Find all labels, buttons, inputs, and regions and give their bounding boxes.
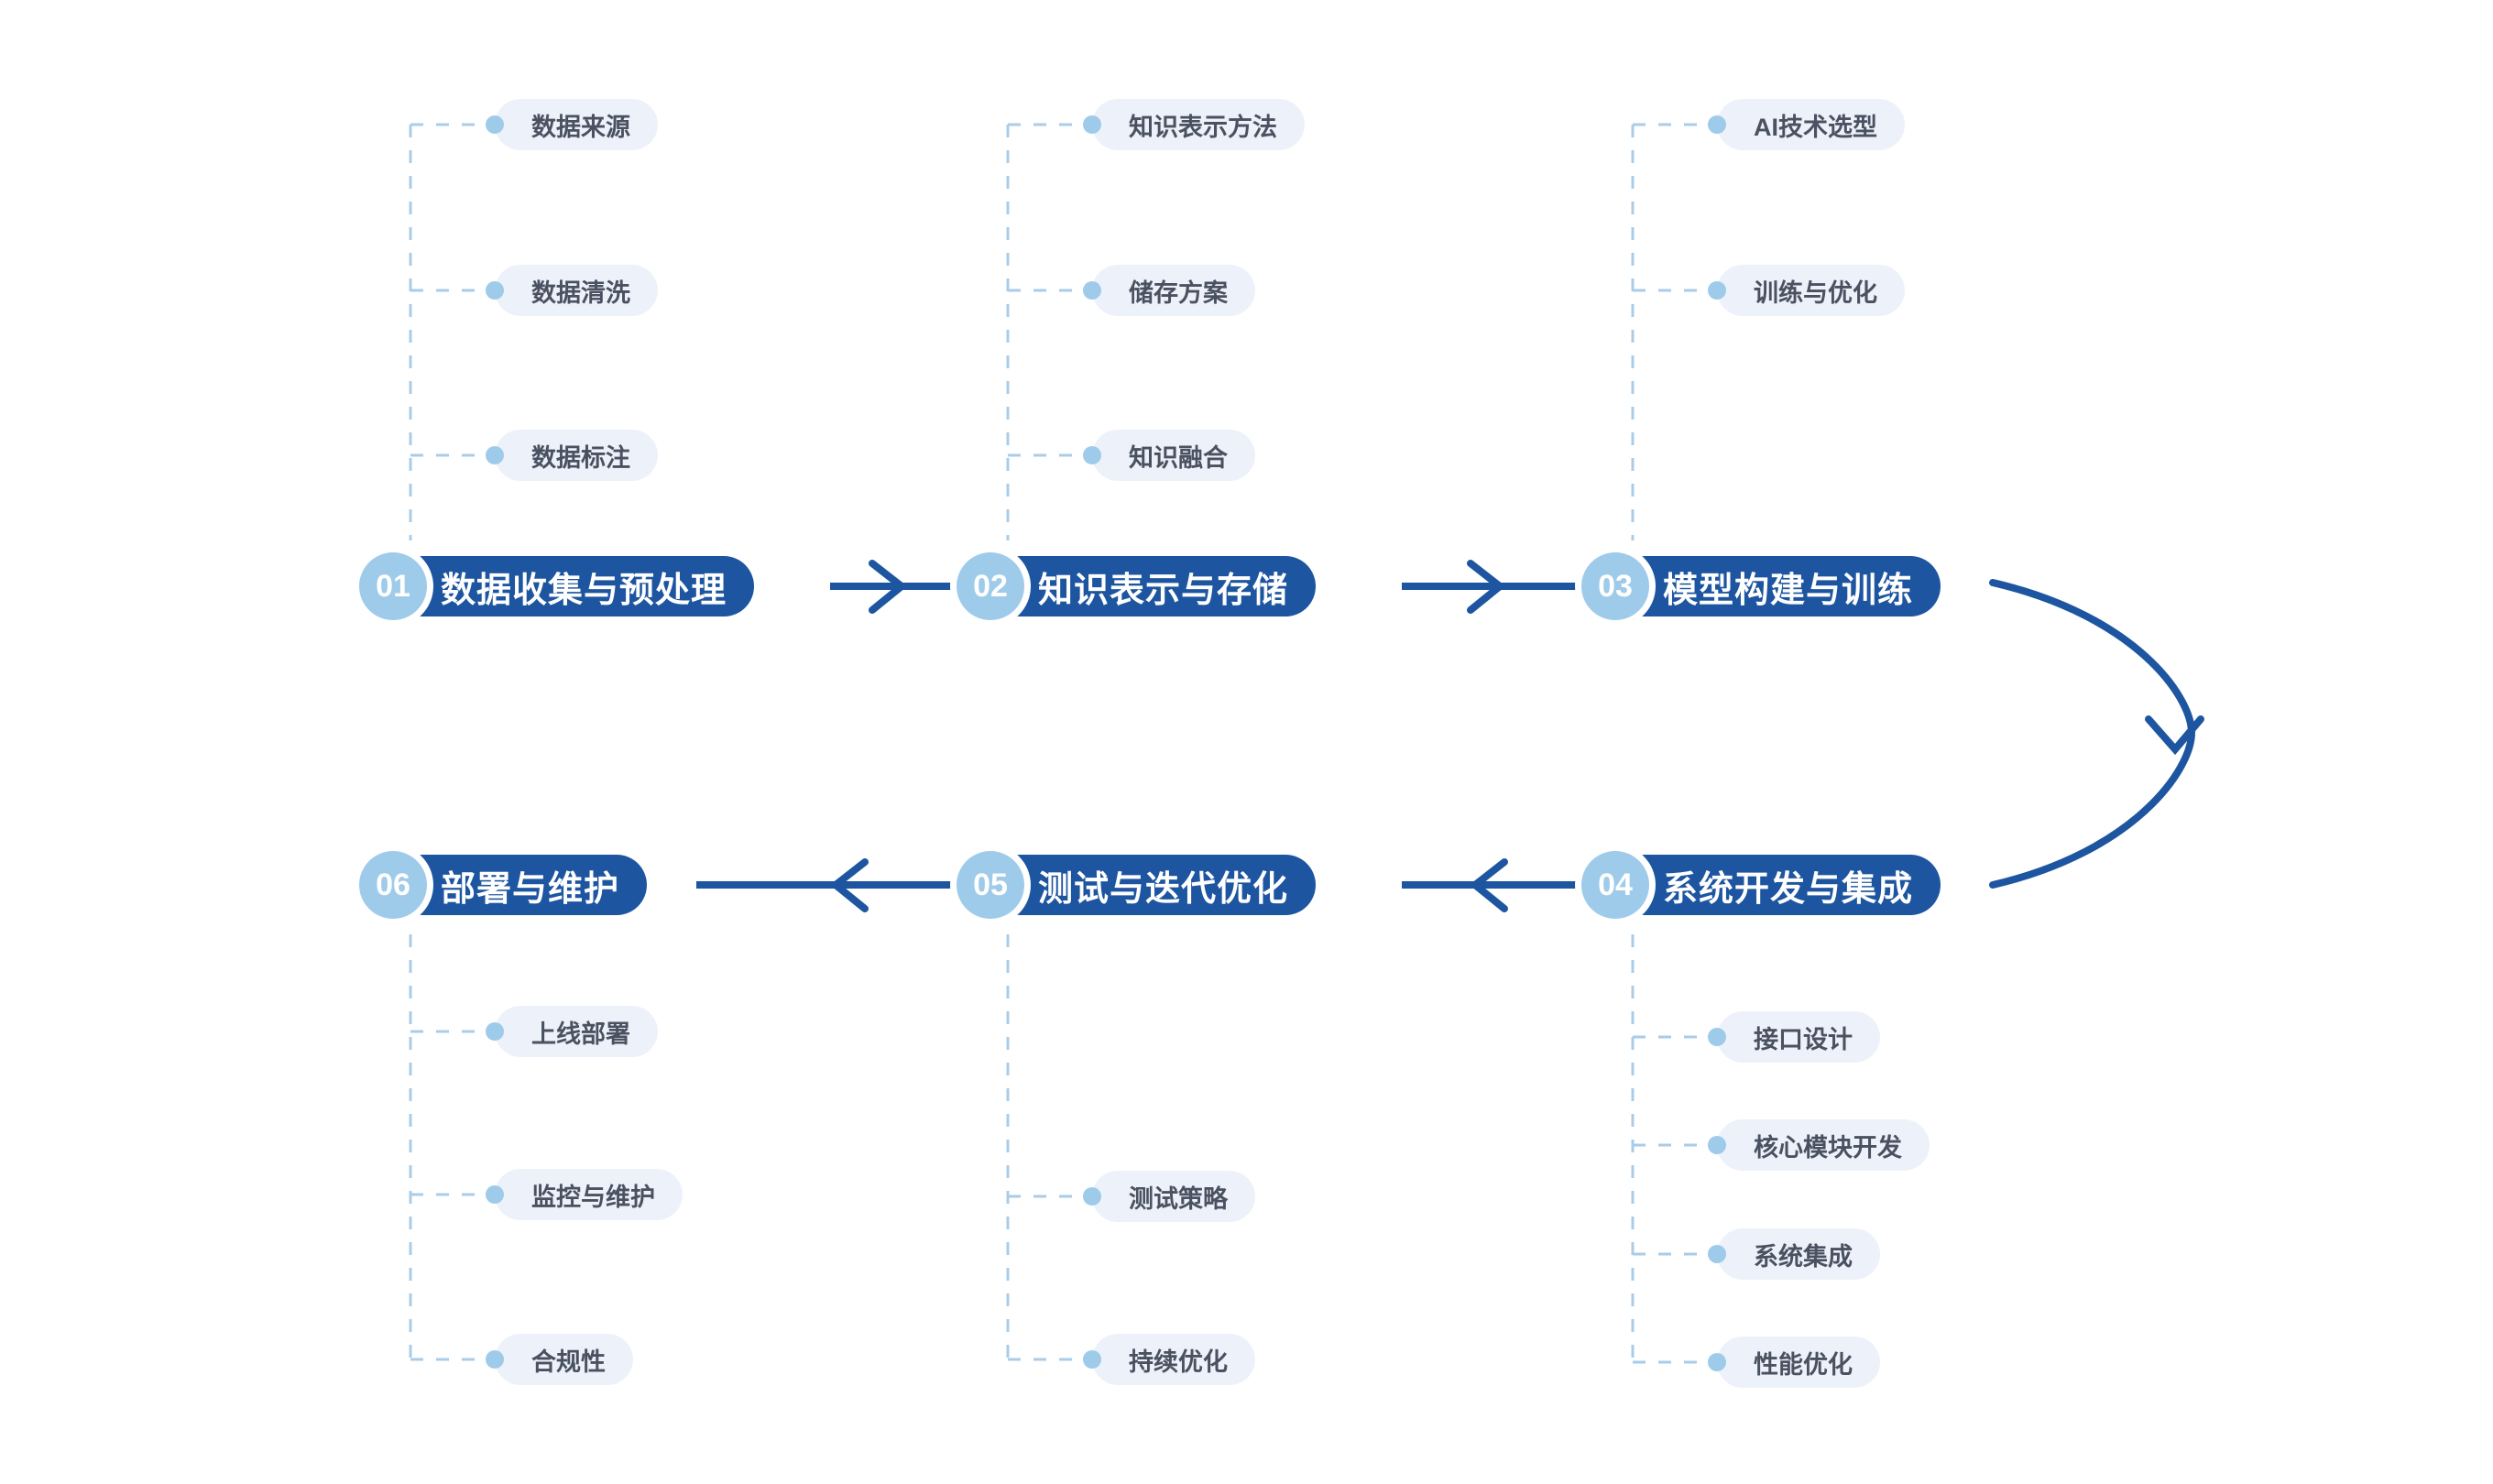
- sub-item[interactable]: 系统集成: [1708, 1228, 1880, 1280]
- sub-item-dot-icon: [1083, 115, 1101, 134]
- sub-item[interactable]: 知识表示方法: [1083, 99, 1305, 150]
- sub-item-dot-icon: [1708, 1245, 1726, 1263]
- connector-03-to-04: [1989, 579, 2204, 889]
- sub-item-label: 核心模块开发: [1717, 1119, 1930, 1171]
- sub-item-dot-icon: [1708, 115, 1726, 134]
- sub-item-dot-icon: [1708, 1028, 1726, 1046]
- sub-item[interactable]: AI技术选型: [1708, 99, 1905, 150]
- connector-01-to-02: [830, 560, 958, 614]
- sub-item[interactable]: 测试策略: [1083, 1171, 1255, 1222]
- sub-item-label: 合规性: [495, 1334, 633, 1385]
- stage-number-badge: 06: [359, 851, 427, 919]
- stage-node-06[interactable]: 06 部署与维护: [359, 851, 648, 919]
- stage-node-04[interactable]: 04 系统开发与集成: [1581, 851, 1941, 919]
- sub-item[interactable]: 数据来源: [486, 99, 658, 150]
- sub-item-dot-icon: [1083, 1187, 1101, 1206]
- stage-number-badge: 05: [957, 851, 1024, 919]
- dashed-branch-group-01: [409, 123, 495, 540]
- sub-item-dot-icon: [1708, 1353, 1726, 1371]
- dashed-branch-group-05: [1006, 934, 1092, 1365]
- dashed-branch-group-02: [1006, 123, 1092, 540]
- stage-label: 系统开发与集成: [1615, 855, 1941, 915]
- sub-item-label: 测试策略: [1092, 1171, 1255, 1222]
- sub-item-label: 性能优化: [1717, 1337, 1880, 1388]
- sub-item[interactable]: 训练与优化: [1708, 265, 1905, 316]
- connector-02-to-03: [1402, 560, 1585, 614]
- sub-item[interactable]: 数据清洗: [486, 265, 658, 316]
- stage-node-03[interactable]: 03 模型构建与训练: [1581, 552, 1941, 620]
- sub-item-label: 数据来源: [495, 99, 658, 150]
- stage-number-badge: 04: [1581, 851, 1649, 919]
- sub-item[interactable]: 上线部署: [486, 1006, 658, 1057]
- sub-item-label: 接口设计: [1717, 1011, 1880, 1063]
- sub-item-dot-icon: [1708, 281, 1726, 300]
- sub-item-label: 持续优化: [1092, 1334, 1255, 1385]
- stage-label: 数据收集与预处理: [393, 556, 755, 617]
- stage-number-badge: 03: [1581, 552, 1649, 620]
- sub-item-label: 上线部署: [495, 1006, 658, 1057]
- sub-item-dot-icon: [1083, 1350, 1101, 1369]
- sub-item[interactable]: 合规性: [486, 1334, 633, 1385]
- dashed-branch-group-03: [1631, 123, 1717, 540]
- sub-item[interactable]: 接口设计: [1708, 1011, 1880, 1063]
- stage-node-02[interactable]: 02 知识表示与存储: [957, 552, 1317, 620]
- stage-number-badge: 01: [359, 552, 427, 620]
- sub-item-label: AI技术选型: [1717, 99, 1905, 150]
- sub-item[interactable]: 知识融合: [1083, 430, 1255, 481]
- sub-item-label: 知识表示方法: [1092, 99, 1305, 150]
- stage-label: 部署与维护: [393, 855, 648, 915]
- connector-04-to-05: [1402, 858, 1585, 912]
- stage-node-05[interactable]: 05 测试与迭代优化: [957, 851, 1317, 919]
- sub-item-dot-icon: [486, 1185, 504, 1204]
- dashed-branch-group-04: [1631, 934, 1717, 1365]
- stage-label: 知识表示与存储: [990, 556, 1317, 617]
- stage-number-badge: 02: [957, 552, 1024, 620]
- stage-node-01[interactable]: 01 数据收集与预处理: [359, 552, 755, 620]
- sub-item-dot-icon: [486, 115, 504, 134]
- sub-item[interactable]: 性能优化: [1708, 1337, 1880, 1388]
- sub-item-label: 监控与维护: [495, 1169, 683, 1220]
- sub-item-label: 数据标注: [495, 430, 658, 481]
- sub-item[interactable]: 数据标注: [486, 430, 658, 481]
- sub-item-dot-icon: [486, 446, 504, 464]
- stage-label: 测试与迭代优化: [990, 855, 1317, 915]
- sub-item[interactable]: 储存方案: [1083, 265, 1255, 316]
- sub-item[interactable]: 持续优化: [1083, 1334, 1255, 1385]
- sub-item-dot-icon: [1083, 446, 1101, 464]
- sub-item-dot-icon: [486, 1022, 504, 1041]
- stage-label: 模型构建与训练: [1615, 556, 1941, 617]
- dashed-branch-group-06: [409, 934, 495, 1365]
- connector-05-to-06: [696, 858, 958, 912]
- sub-item-dot-icon: [486, 281, 504, 300]
- sub-item-dot-icon: [1083, 281, 1101, 300]
- sub-item-label: 数据清洗: [495, 265, 658, 316]
- sub-item-label: 系统集成: [1717, 1228, 1880, 1280]
- sub-item-label: 知识融合: [1092, 430, 1255, 481]
- sub-item-dot-icon: [486, 1350, 504, 1369]
- sub-item-dot-icon: [1708, 1136, 1726, 1154]
- sub-item-label: 储存方案: [1092, 265, 1255, 316]
- sub-item[interactable]: 核心模块开发: [1708, 1119, 1930, 1171]
- sub-item[interactable]: 监控与维护: [486, 1169, 683, 1220]
- sub-item-label: 训练与优化: [1717, 265, 1905, 316]
